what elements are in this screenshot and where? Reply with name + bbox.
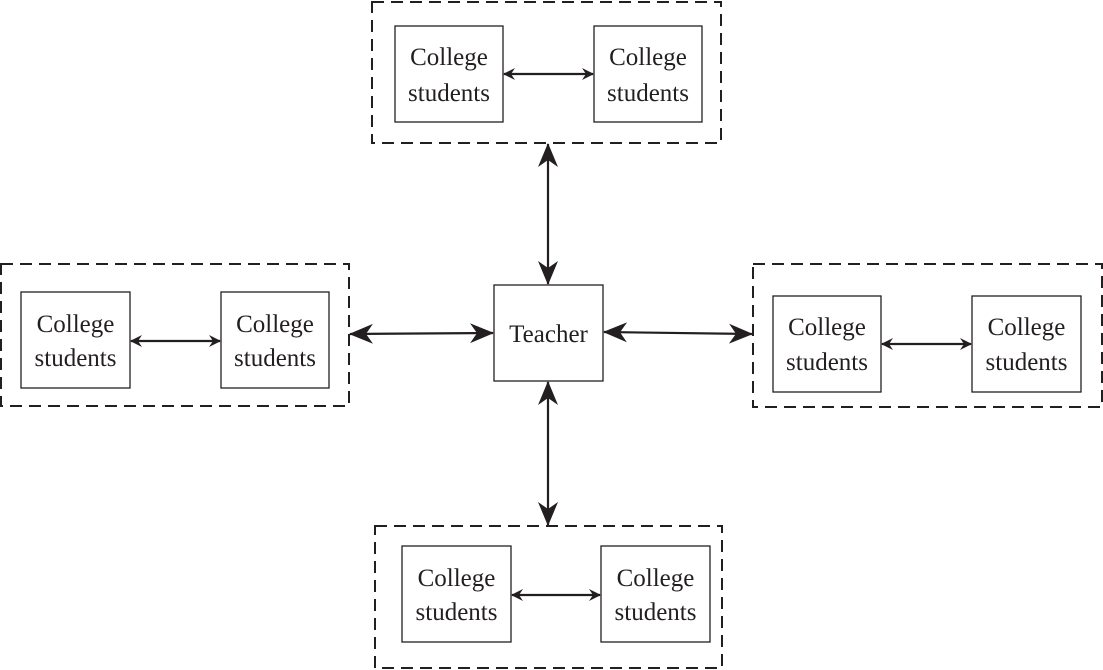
teacher-node: Teacher xyxy=(493,284,604,382)
student-label-line1: College xyxy=(788,314,866,341)
student-label-line1: College xyxy=(609,44,687,71)
group-frame-top xyxy=(371,1,722,144)
student-group-left: College students College students xyxy=(20,291,330,389)
teacher-label: Teacher xyxy=(509,321,588,348)
teacher-to-right-arrow xyxy=(603,322,753,344)
student-label-line2: students xyxy=(408,80,490,107)
group-frame-bottom xyxy=(374,525,723,669)
student-label-line2: students xyxy=(615,599,697,626)
student-label-line1: College xyxy=(617,565,695,592)
student-label-line2: students xyxy=(416,599,498,626)
student-node-bottom-1: College students xyxy=(401,545,512,643)
student-label-line1: College xyxy=(236,311,314,338)
student-label-line1: College xyxy=(37,311,115,338)
student-label-line2: students xyxy=(234,345,316,372)
student-label-line2: students xyxy=(35,345,117,372)
student-group-bottom: College students College students xyxy=(401,545,711,643)
student-node-top-1: College students xyxy=(394,25,504,123)
student-label-line1: College xyxy=(418,565,496,592)
student-node-left-1: College students xyxy=(20,291,131,389)
group-frame-right xyxy=(752,263,1103,408)
student-label-line2: students xyxy=(607,80,689,107)
student-group-right: College students College students xyxy=(772,295,1082,393)
student-label-line1: College xyxy=(988,314,1066,341)
student-label-line1: College xyxy=(410,44,488,71)
group-frame-left xyxy=(0,263,350,407)
teacher-to-left-arrow xyxy=(349,323,494,344)
student-group-top: College students College students xyxy=(394,25,703,123)
student-node-top-2: College students xyxy=(593,25,703,123)
student-node-bottom-2: College students xyxy=(600,545,711,643)
student-node-right-2: College students xyxy=(971,295,1082,393)
student-label-line2: students xyxy=(986,349,1068,376)
student-node-right-1: College students xyxy=(772,295,882,393)
student-node-left-2: College students xyxy=(220,291,330,389)
student-label-line2: students xyxy=(786,349,868,376)
